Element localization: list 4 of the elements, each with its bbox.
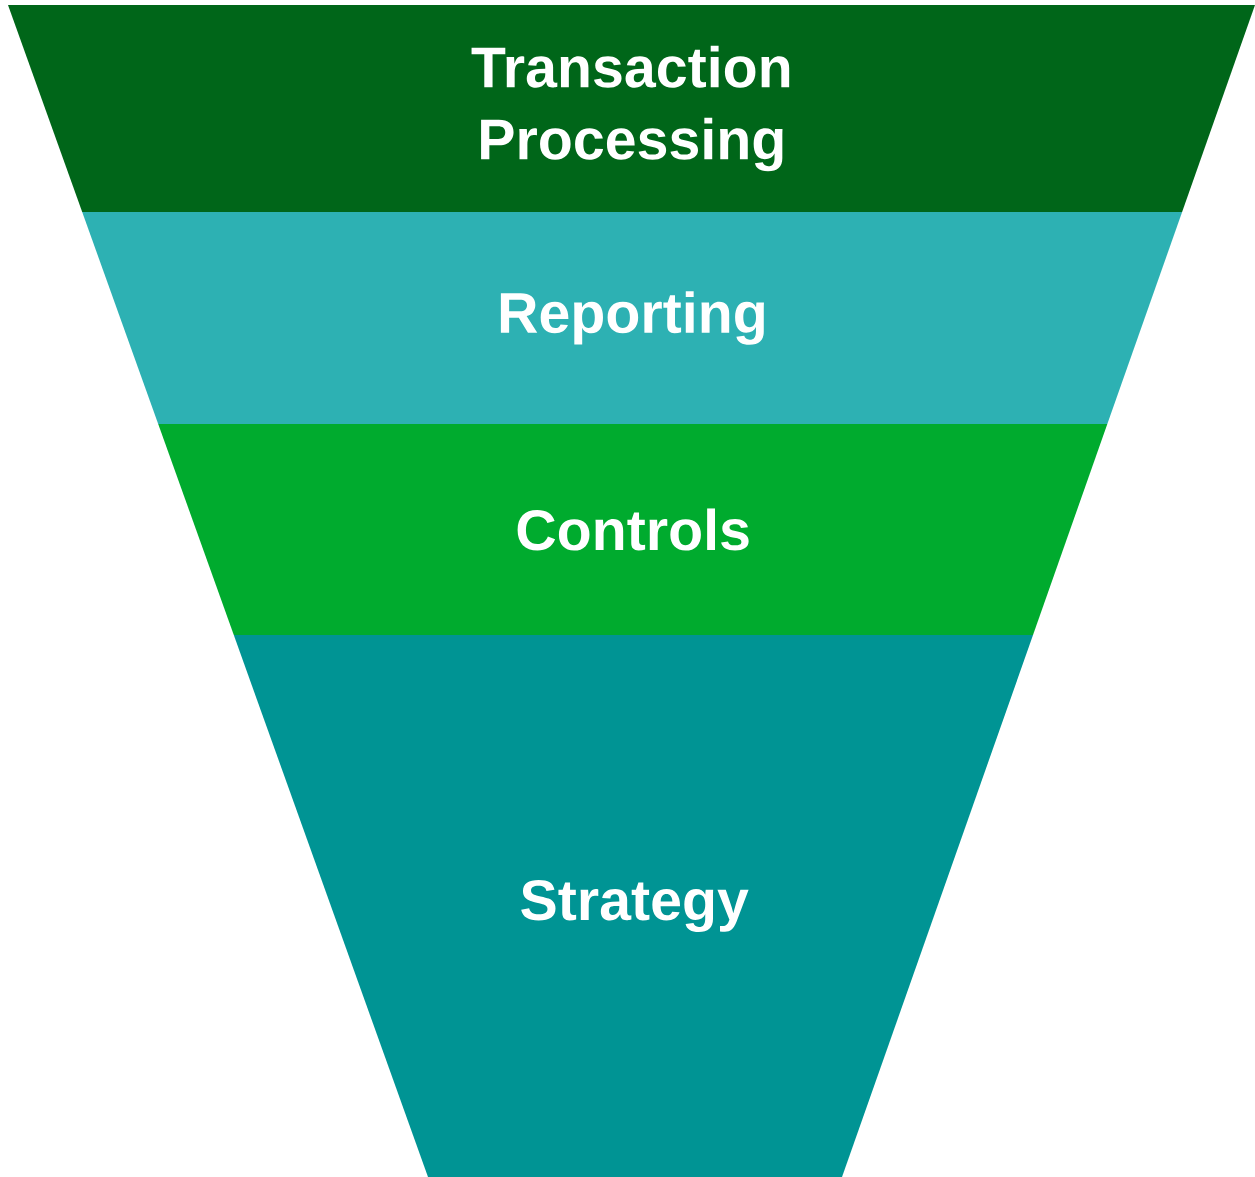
funnel-band: Transaction Processing — [8, 5, 1255, 212]
funnel-band: Strategy — [233, 635, 1033, 1177]
funnel-band: Reporting — [82, 212, 1183, 424]
funnel-band: Controls — [158, 424, 1108, 635]
